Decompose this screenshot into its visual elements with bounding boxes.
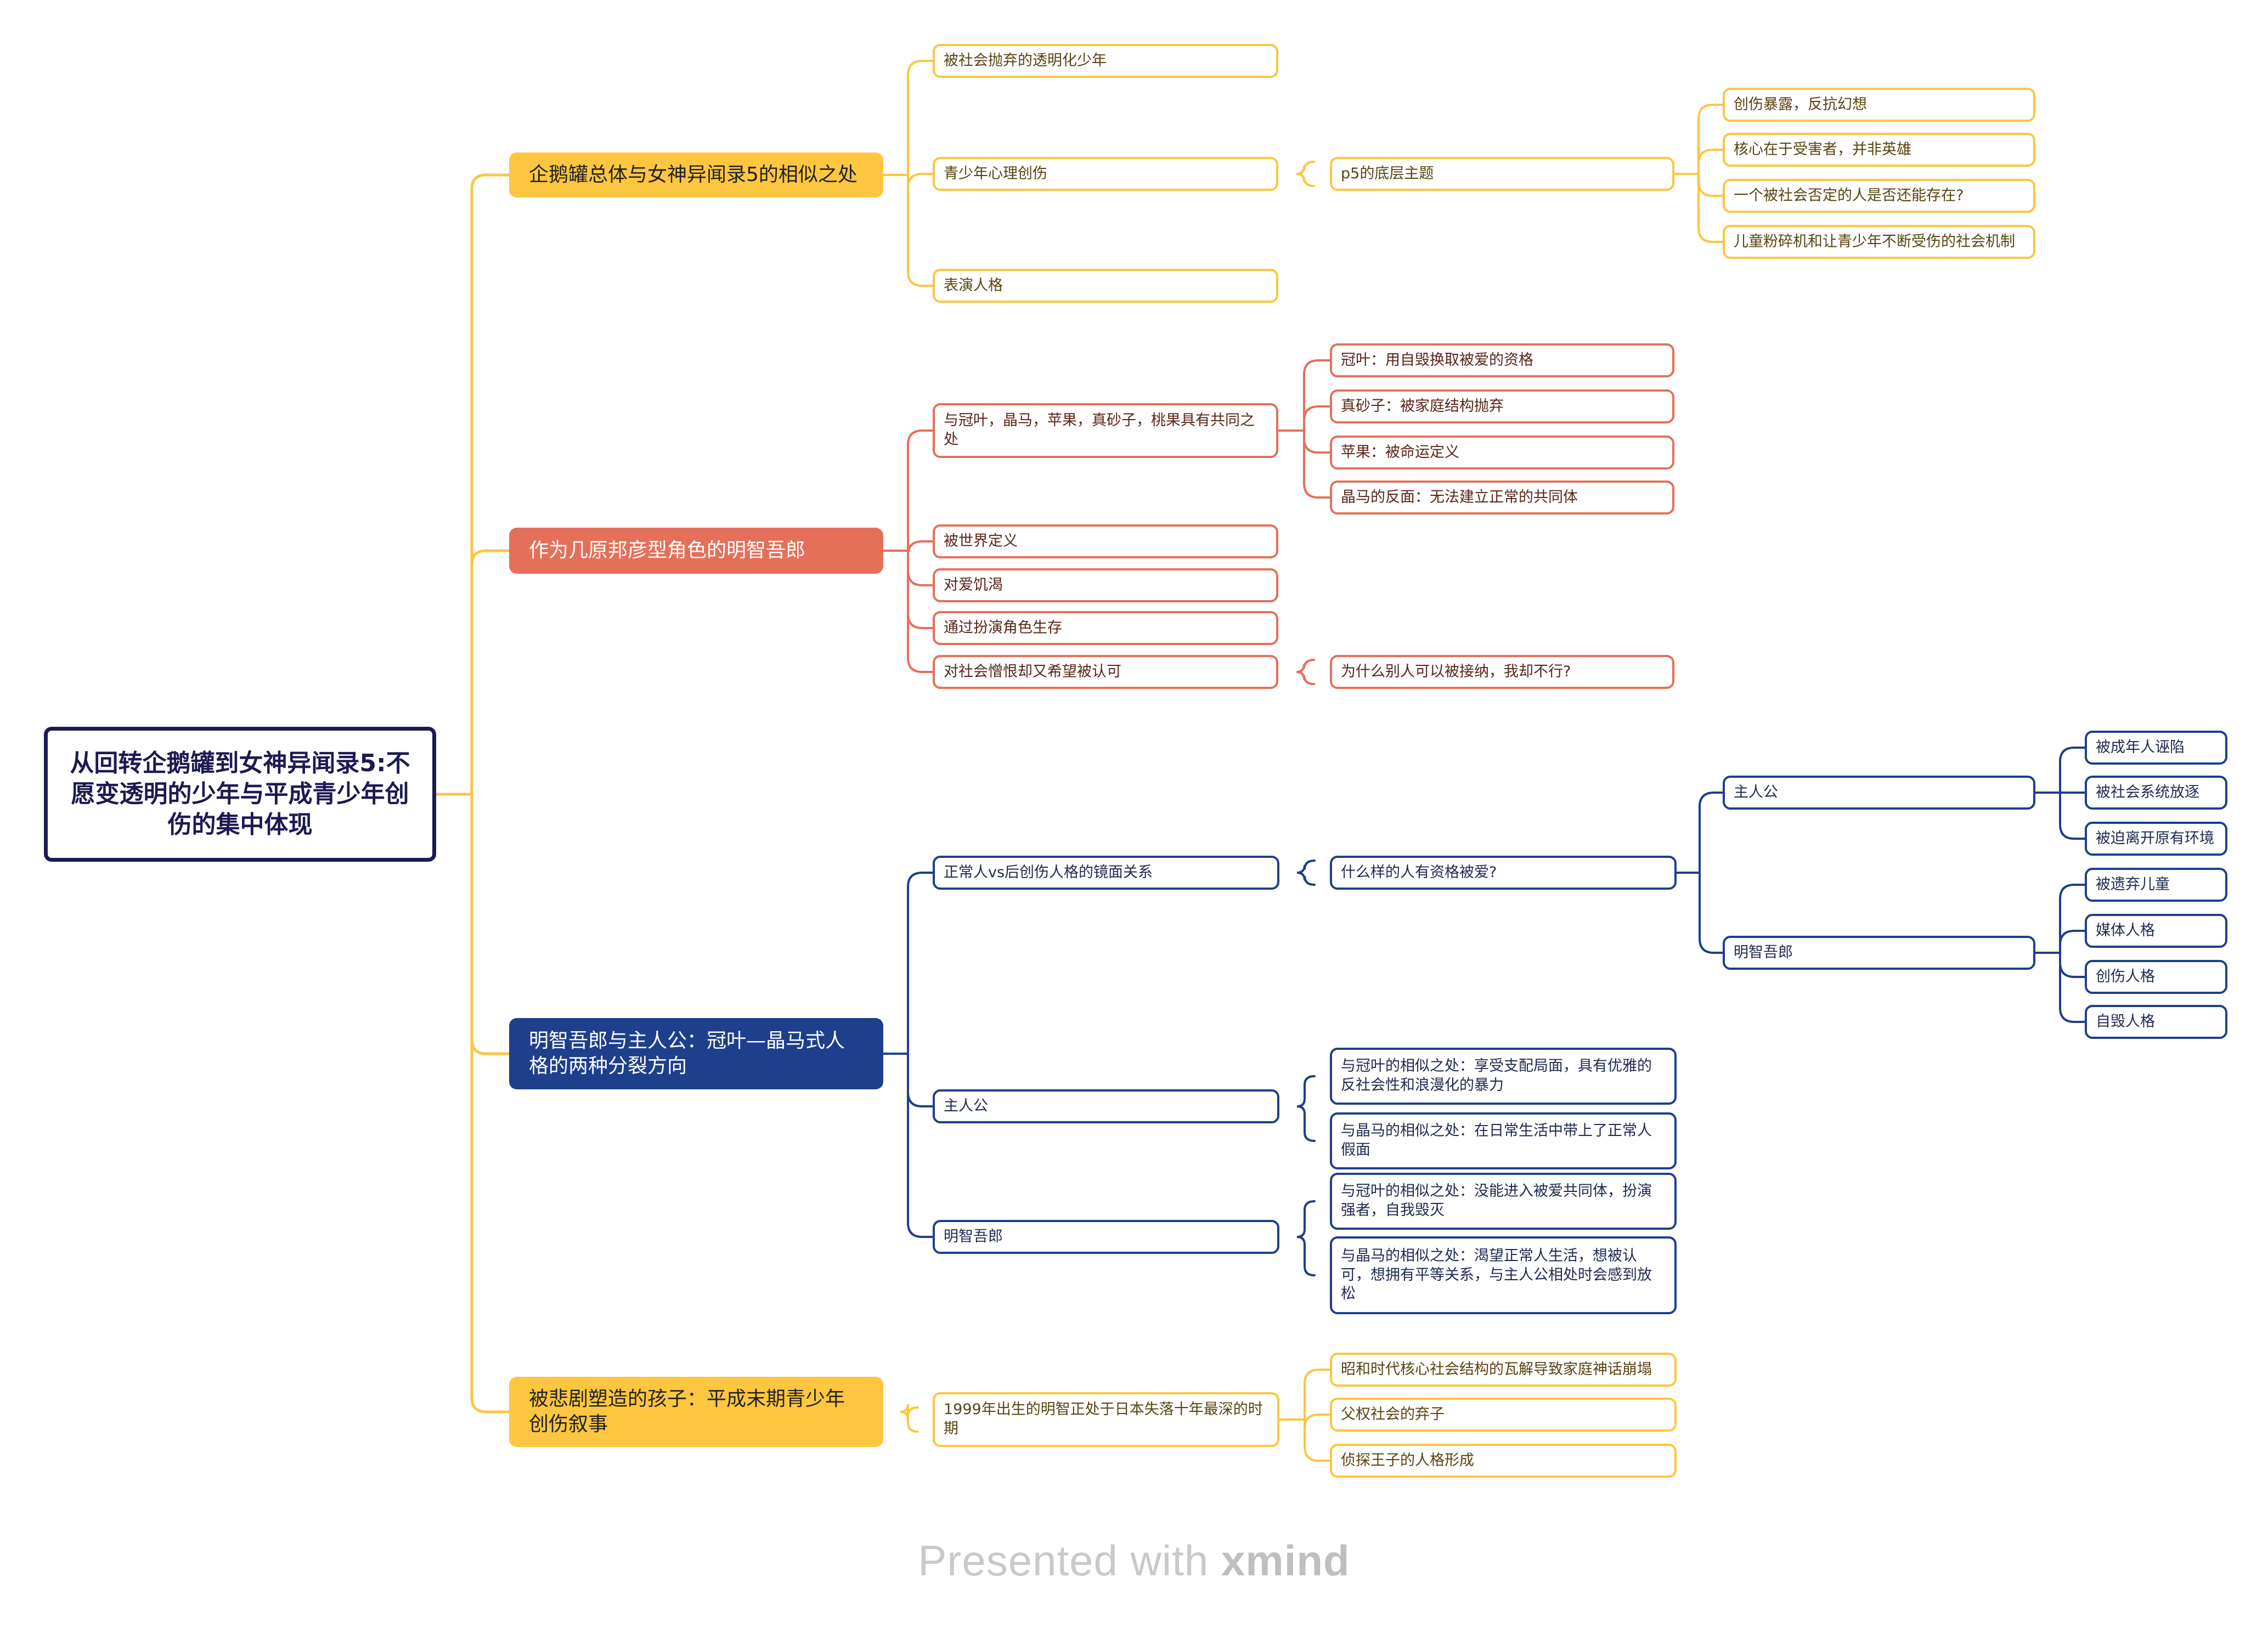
- sub-topic[interactable]: 侦探王子的人格形成: [1330, 1444, 1677, 1478]
- sub-topic[interactable]: 真砂子：被家庭结构抛弃: [1330, 389, 1674, 423]
- sub-topic[interactable]: 主人公: [1723, 776, 2035, 810]
- connector: [1296, 659, 1315, 685]
- connector: [907, 173, 934, 189]
- sub-topic[interactable]: 创伤人格: [2085, 960, 2227, 994]
- sub-topic[interactable]: 青少年心理创伤: [933, 157, 1278, 191]
- connector: [907, 429, 934, 446]
- sub-topic[interactable]: 正常人vs后创伤人格的镜面关系: [933, 856, 1279, 890]
- sub-topic[interactable]: 晶马的反面：无法建立正常的共同体: [1330, 481, 1674, 515]
- branch-topic[interactable]: 明智吾郎与主人公：冠叶—晶马式人格的两种分裂方向: [509, 1018, 883, 1089]
- sub-topic[interactable]: 明智吾郎: [933, 1220, 1279, 1254]
- sub-topic[interactable]: 明智吾郎: [1723, 936, 2035, 970]
- connector: [1699, 937, 1724, 954]
- connector: [470, 173, 511, 191]
- connector: [2059, 962, 2086, 978]
- sub-topic[interactable]: 被遗弃儿童: [2085, 868, 2227, 902]
- connector: [1699, 792, 1724, 808]
- connector: [1296, 860, 1316, 886]
- connector: [907, 570, 934, 586]
- sub-topic[interactable]: 1999年出生的明智正处于日本失落十年最深的时期: [933, 1392, 1279, 1447]
- xmind-watermark: Presented with xmind: [0, 1536, 2268, 1586]
- connector: [900, 1404, 919, 1433]
- sub-topic[interactable]: 媒体人格: [2085, 914, 2227, 948]
- sub-topic[interactable]: 与冠叶，晶马，苹果，真砂子，桃果具有共同之处: [933, 403, 1278, 458]
- sub-topic[interactable]: 被世界定义: [933, 524, 1278, 558]
- connector: [1697, 104, 1724, 120]
- sub-topic[interactable]: 苹果：被命运定义: [1330, 436, 1674, 470]
- sub-topic[interactable]: 主人公: [933, 1089, 1279, 1123]
- sub-topic[interactable]: 与冠叶的相似之处：享受支配局面，具有优雅的反社会性和浪漫化的暴力: [1330, 1048, 1677, 1105]
- connector: [1304, 1445, 1331, 1462]
- connector: [2059, 1007, 2086, 1023]
- sub-topic[interactable]: 儿童粉碎机和让青少年不断受伤的社会机制: [1723, 225, 2035, 259]
- branch-topic[interactable]: 作为几原邦彦型角色的明智吾郎: [509, 528, 883, 574]
- connector: [907, 613, 934, 629]
- connector: [1697, 180, 1724, 197]
- connector: [907, 1091, 934, 1107]
- connector: [907, 60, 934, 76]
- connector: [907, 270, 934, 287]
- root-topic[interactable]: 从回转企鹅罐到女神异闻录5:不愿变透明的少年与平成青少年创伤的集中体现: [44, 727, 436, 862]
- sub-topic[interactable]: 冠叶：用自毁换取被爱的资格: [1330, 343, 1674, 377]
- sub-topic[interactable]: 与晶马的相似之处：在日常生活中带上了正常人假面: [1330, 1112, 1677, 1169]
- sub-topic[interactable]: 自毁人格: [2085, 1005, 2227, 1039]
- connector: [907, 540, 934, 557]
- sub-topic[interactable]: 一个被社会否定的人是否还能存在?: [1723, 179, 2035, 213]
- sub-topic[interactable]: 昭和时代核心社会结构的瓦解导致家庭神话崩塌: [1330, 1353, 1677, 1387]
- connector: [470, 549, 511, 567]
- connector: [2059, 884, 2086, 900]
- connector: [1697, 149, 1724, 165]
- branch-topic[interactable]: 被悲剧塑造的孩子：平成末期青少年创伤叙事: [509, 1377, 883, 1447]
- connector: [1296, 161, 1315, 187]
- connector: [1296, 1075, 1316, 1142]
- connector: [1304, 1414, 1331, 1430]
- connector: [470, 1396, 511, 1414]
- sub-topic[interactable]: 对社会憎恨却又希望被认可: [933, 655, 1278, 689]
- sub-topic[interactable]: 被社会抛弃的透明化少年: [933, 44, 1278, 78]
- connector: [907, 872, 934, 888]
- branch-topic[interactable]: 企鹅罐总体与女神异闻录5的相似之处: [509, 152, 883, 197]
- sub-topic[interactable]: 表演人格: [933, 269, 1278, 303]
- connector: [1303, 482, 1331, 499]
- watermark-brand: xmind: [1221, 1536, 1350, 1585]
- connector: [2059, 747, 2086, 763]
- sub-topic[interactable]: 被成年人诬陷: [2085, 731, 2227, 765]
- sub-topic[interactable]: 创伤暴露，反抗幻想: [1723, 88, 2035, 122]
- connector: [2059, 930, 2086, 946]
- connector: [1697, 227, 1724, 243]
- sub-topic[interactable]: 父权社会的弃子: [1330, 1398, 1677, 1432]
- watermark-prefix: Presented with: [918, 1536, 1221, 1585]
- connector: [1303, 405, 1331, 422]
- sub-topic[interactable]: 被迫离开原有环境: [2085, 822, 2227, 856]
- sub-topic[interactable]: 与晶马的相似之处：渴望正常人生活，想被认可，想拥有平等关系，与主人公相处时会感到…: [1330, 1236, 1677, 1314]
- connector: [2059, 823, 2086, 840]
- connector: [907, 1222, 934, 1238]
- connector: [907, 657, 934, 673]
- connector: [1304, 1369, 1331, 1385]
- sub-topic[interactable]: 核心在于受害者，并非英雄: [1723, 133, 2035, 167]
- sub-topic[interactable]: 通过扮演角色生存: [933, 611, 1278, 645]
- connector: [1296, 1200, 1316, 1276]
- sub-topic[interactable]: p5的底层主题: [1330, 157, 1674, 191]
- connector: [1303, 437, 1331, 454]
- sub-topic[interactable]: 对爱饥渴: [933, 568, 1278, 602]
- connector: [470, 1038, 511, 1055]
- connector: [1303, 359, 1331, 376]
- sub-topic[interactable]: 为什么别人可以被接纳，我却不行?: [1330, 655, 1674, 689]
- sub-topic[interactable]: 什么样的人有资格被爱?: [1330, 856, 1677, 890]
- sub-topic[interactable]: 被社会系统放逐: [2085, 776, 2227, 810]
- sub-topic[interactable]: 与冠叶的相似之处：没能进入被爱共同体，扮演强者，自我毁灭: [1330, 1173, 1677, 1230]
